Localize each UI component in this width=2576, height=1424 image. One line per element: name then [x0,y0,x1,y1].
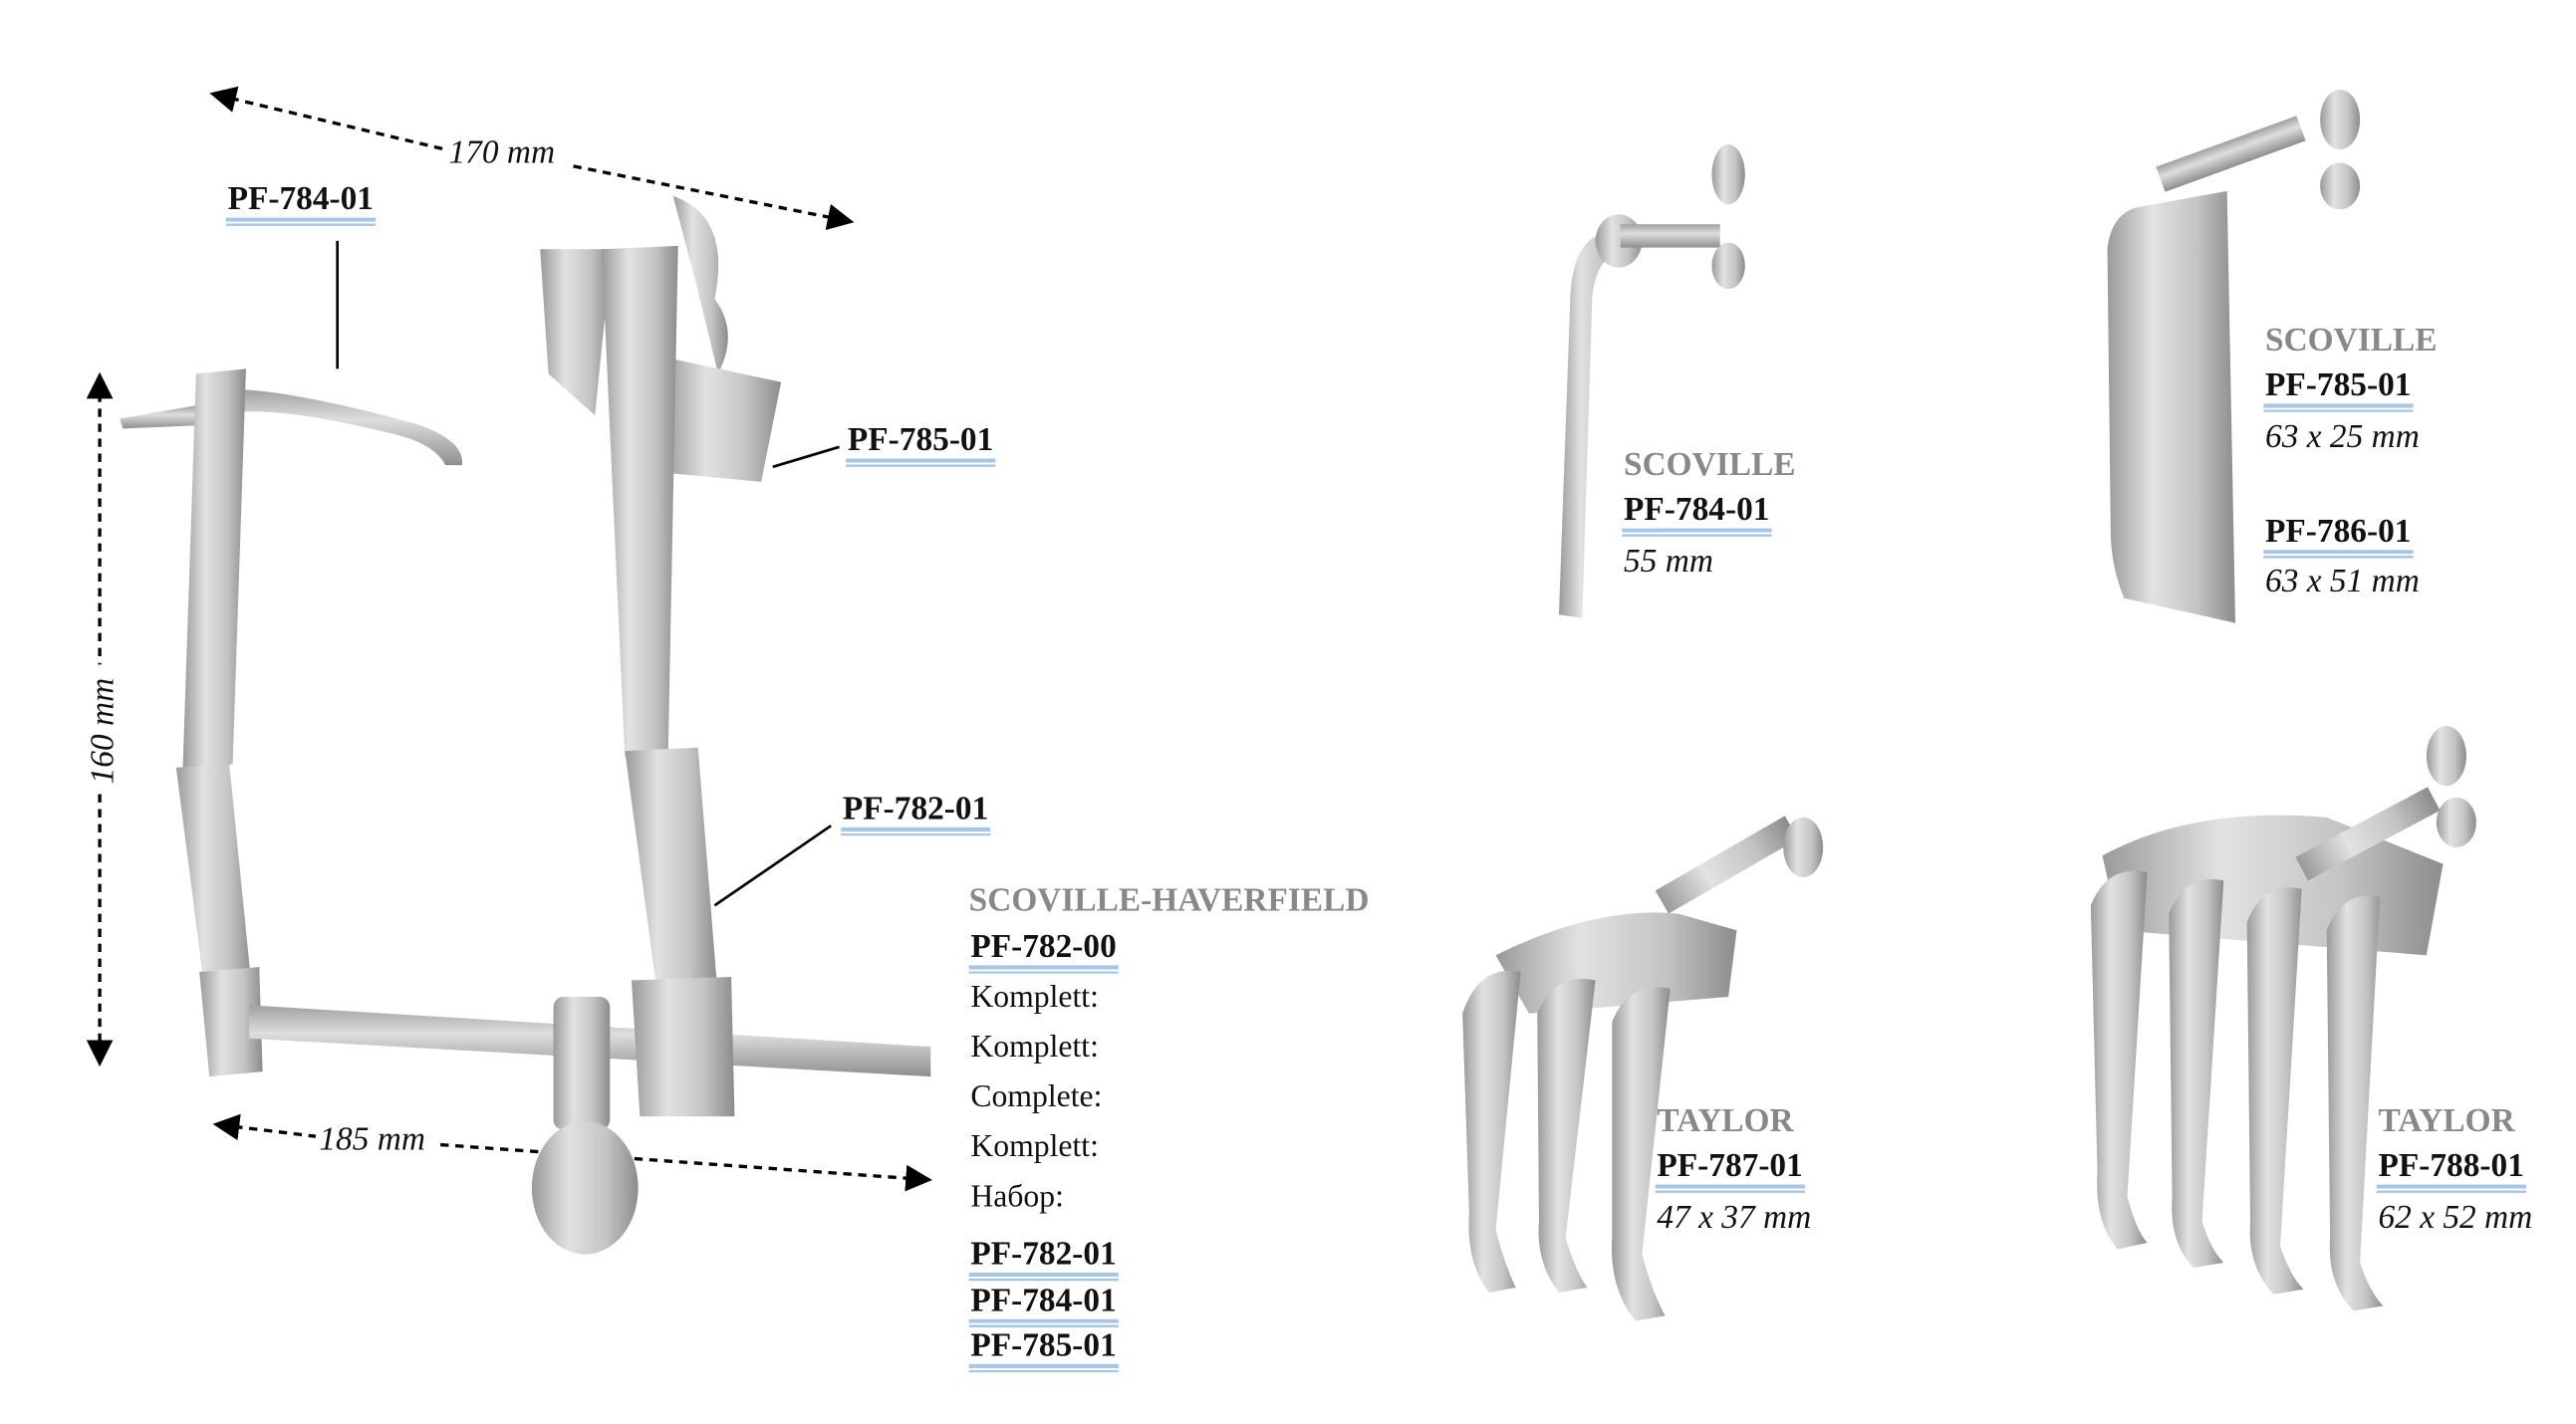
dimension-width-top: 170 mm [448,134,556,171]
taylor-blade-788 [2090,726,2476,1311]
set-label: Набор: [970,1179,1064,1215]
set-content-code: PF-784-01 [968,1285,1119,1328]
scoville-blade-785 [2107,90,2361,623]
set-label: Komplett: [970,1030,1099,1066]
set-label: Komplett: [970,1129,1099,1165]
callout-lines [336,240,840,907]
set-content-code: PF-785-01 [968,1329,1119,1373]
dimension-arrows [86,86,932,1192]
dimension-height: 160 mm [84,677,122,785]
blade-category: SCOVILLE [2265,322,2438,359]
set-label: Komplett: [970,980,1099,1016]
taylor-blade-787 [1462,816,1824,1321]
blade-category: TAYLOR [1657,1102,1794,1140]
blade-category: SCOVILLE [1624,446,1796,484]
blade-code: PF-788-01 [2376,1150,2526,1193]
blade-category: TAYLOR [2378,1102,2515,1140]
set-content-code: PF-782-01 [968,1238,1119,1282]
scoville-blade-784 [1558,144,1745,618]
blade-code: PF-784-01 [1622,494,1771,537]
set-category: SCOVILLE-HAVERFIELD [968,881,1370,919]
blade-code: PF-785-01 [2263,368,2413,412]
callout-pf-782-01: PF-782-01 [841,793,990,836]
blade-size: 63 x 25 mm [2265,418,2420,456]
dimension-width-bottom: 185 mm [319,1121,425,1158]
blade-size: 63 x 51 mm [2265,563,2420,600]
callout-pf-784-01: PF-784-01 [225,183,376,226]
set-label: Complete: [970,1079,1103,1115]
blade-size: 47 x 37 mm [1657,1199,1812,1237]
set-code: PF-782-00 [968,930,1119,974]
callout-pf-785-01: PF-785-01 [846,423,995,467]
blade-size: 55 mm [1624,543,1713,581]
blade-code: PF-787-01 [1655,1150,1805,1193]
blade-size: 62 x 52 mm [2378,1199,2533,1237]
scoville-haverfield-retractor [120,195,931,1255]
blade-code: PF-786-01 [2263,515,2413,559]
